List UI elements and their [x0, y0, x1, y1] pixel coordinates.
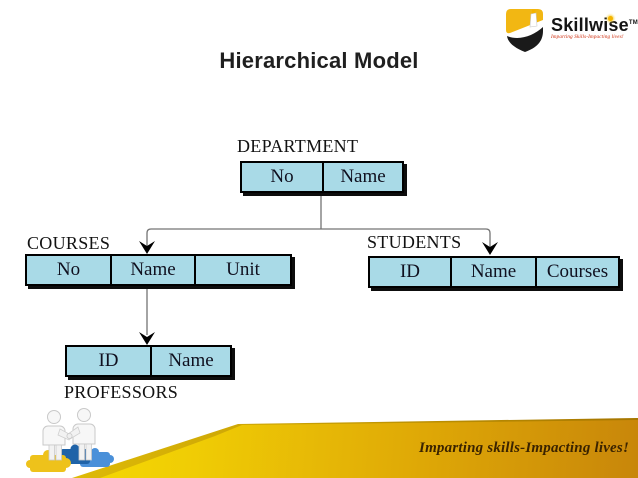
professors-table: ID Name — [65, 345, 232, 377]
footer-tagline: Imparting skills-Impacting lives! — [419, 440, 629, 456]
table-cell: Courses — [535, 258, 618, 286]
table-cell: ID — [399, 261, 421, 282]
trademark-symbol: TM — [628, 20, 638, 26]
handshake-figures-image — [26, 408, 114, 472]
table-cell: No — [56, 259, 81, 280]
arrowhead-to-students-icon — [482, 242, 498, 255]
courses-table: No Name Unit — [25, 254, 292, 286]
logo-text-block: SkillwiseTM Imparting Skills-Impacting l… — [551, 16, 638, 40]
table-cell: ID — [98, 350, 119, 371]
entity-label-courses: COURSES — [27, 233, 111, 253]
skillwise-logo: SkillwiseTM Imparting Skills-Impacting l… — [502, 6, 638, 54]
logo-brand-word: Skillwise — [551, 15, 629, 35]
table-cell: No — [270, 166, 294, 187]
department-table: No Name — [240, 161, 404, 193]
table-cell: Name — [150, 347, 230, 375]
table-cell: Name — [110, 256, 194, 284]
arrowhead-to-courses-icon — [139, 241, 155, 254]
arrowhead-to-professors-icon — [139, 332, 155, 345]
sun-dot-icon — [608, 16, 613, 21]
entity-label-professors: PROFESSORS — [64, 382, 179, 402]
table-cell: Name — [322, 163, 402, 191]
page-title: Hierarchical Model — [219, 48, 419, 73]
table-cell: Name — [450, 258, 535, 286]
logo-tagline: Imparting Skills-Impacting lives! — [551, 35, 624, 40]
table-cell: Unit — [194, 256, 290, 284]
shield-logo-icon — [506, 9, 543, 52]
entity-label-department: DEPARTMENT — [237, 136, 359, 156]
entity-label-students: STUDENTS — [367, 232, 462, 252]
students-table: ID Name Courses — [368, 256, 620, 288]
logo-brand-text: SkillwiseTM — [551, 16, 638, 34]
